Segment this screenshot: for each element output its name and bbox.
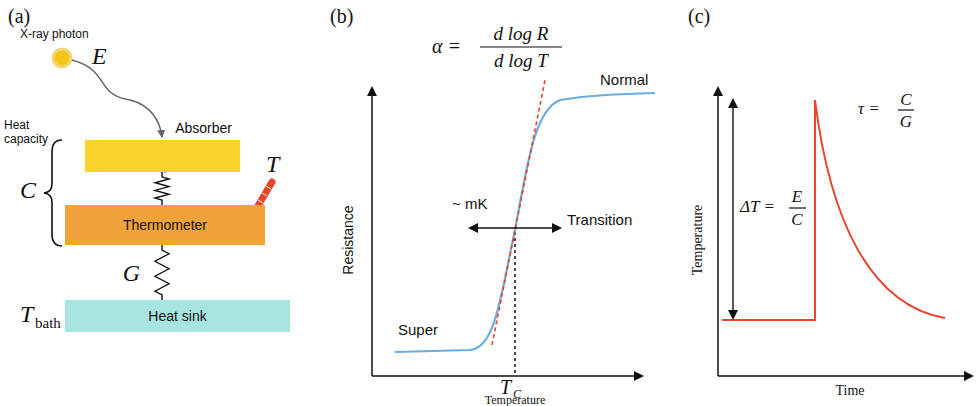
box-label: Thermometer bbox=[123, 217, 207, 233]
text-label: T bbox=[20, 302, 33, 326]
absorber-box: Absorber bbox=[85, 118, 240, 172]
text-label: d log T bbox=[494, 51, 548, 70]
text-label: X-ray photon bbox=[20, 28, 89, 40]
brace bbox=[44, 140, 62, 246]
text-label: E bbox=[92, 44, 107, 68]
text-label: bath bbox=[35, 316, 61, 331]
text-label: Resistance bbox=[341, 205, 355, 274]
photon bbox=[53, 49, 71, 67]
fraction-bar bbox=[789, 207, 806, 208]
height-arrow bbox=[732, 100, 733, 318]
thermal-link-spring bbox=[155, 172, 169, 205]
fraction-bar bbox=[898, 109, 914, 110]
text-label: C bbox=[20, 178, 36, 202]
text-label: ~ mK bbox=[452, 196, 487, 211]
x-axis bbox=[718, 375, 972, 377]
box-label: Heat sink bbox=[148, 308, 206, 324]
text-label: τ = bbox=[858, 100, 880, 117]
edge-label: G bbox=[123, 261, 140, 285]
temperature-pulse bbox=[722, 100, 945, 320]
thermal-link-spring bbox=[155, 245, 169, 300]
tc-marker bbox=[514, 232, 516, 376]
text-label: α = bbox=[432, 36, 461, 56]
y-axis bbox=[371, 88, 373, 376]
fraction-bar bbox=[480, 46, 562, 47]
text-label: C bbox=[791, 211, 802, 228]
text-label: E bbox=[792, 188, 802, 205]
width-arrow bbox=[470, 227, 560, 228]
text-label: Transition bbox=[567, 212, 632, 227]
box-label: Absorber bbox=[175, 120, 232, 136]
text-label: Temperature bbox=[485, 394, 545, 406]
y-axis bbox=[717, 88, 719, 376]
text-label: T bbox=[266, 152, 279, 176]
heat-sink-box: Heat sink bbox=[65, 300, 290, 332]
text-label: Super bbox=[398, 322, 438, 337]
text-label: d log R bbox=[494, 24, 549, 43]
slope-line bbox=[492, 80, 545, 345]
text-label: Normal bbox=[600, 72, 648, 87]
text-label: G bbox=[900, 113, 912, 130]
text-label: C bbox=[900, 91, 911, 108]
resistance-curve bbox=[395, 93, 655, 352]
text-label: ΔT = bbox=[740, 198, 775, 215]
thermometer-box: Thermometer bbox=[65, 205, 265, 245]
text-label: (c) bbox=[688, 6, 710, 26]
text-label: (a) bbox=[8, 6, 30, 26]
text-label: (b) bbox=[330, 6, 353, 26]
text-label: Temperature bbox=[691, 205, 705, 276]
text-label: Heat capacity bbox=[4, 118, 64, 147]
text-label: Time bbox=[835, 384, 864, 398]
